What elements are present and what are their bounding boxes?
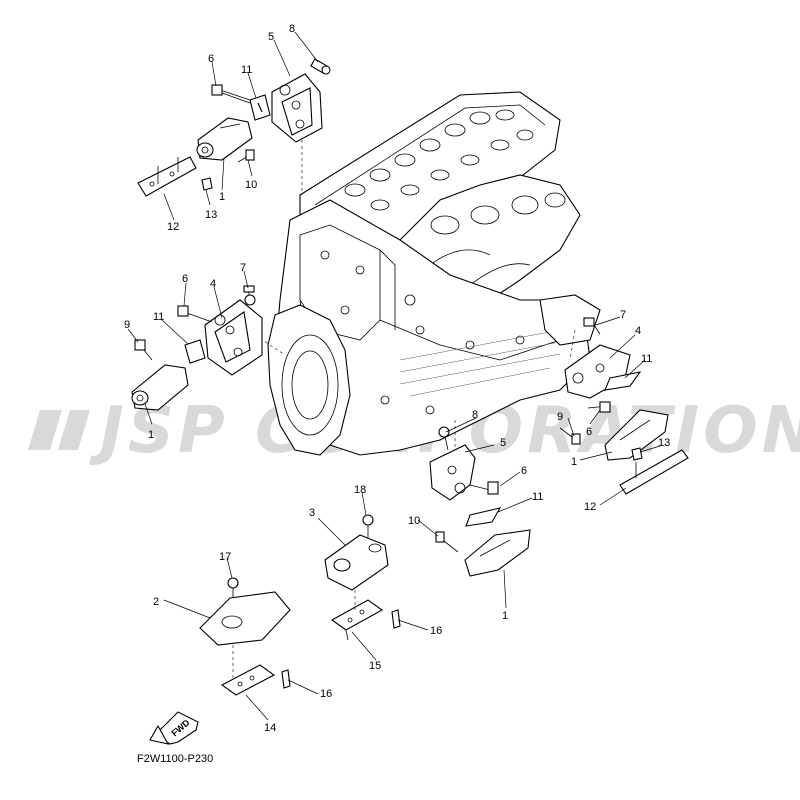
plate-15 <box>330 599 384 641</box>
callout-6: 6 <box>182 273 188 285</box>
callout-17: 17 <box>219 551 231 563</box>
callout-10: 10 <box>408 515 420 527</box>
callout-8: 8 <box>472 409 478 421</box>
callout-6: 6 <box>521 465 527 477</box>
callout-11: 11 <box>153 311 164 323</box>
callout-2: 2 <box>153 596 159 608</box>
callout-5: 5 <box>268 31 274 43</box>
plate-12-right <box>619 449 689 495</box>
callout-1: 1 <box>219 191 225 203</box>
nut-13-right <box>631 447 643 461</box>
callout-18: 18 <box>354 484 366 496</box>
diagram-code: F2W1100-P230 <box>137 753 213 765</box>
rubber-mount-1-top-left <box>196 117 253 161</box>
stud-16-lower <box>281 669 291 689</box>
bolt-6-mid-left <box>177 305 213 323</box>
shim-11-mid-left <box>184 339 206 364</box>
mount-group-mid-left <box>131 285 263 411</box>
callout-11: 11 <box>641 353 652 365</box>
callout-11: 11 <box>532 491 543 503</box>
bracket-5-top-left <box>271 73 323 143</box>
bolt-9-right <box>559 427 581 445</box>
callout-15: 15 <box>369 660 381 672</box>
bolt-18 <box>362 514 374 545</box>
bolt-8-center <box>438 426 450 451</box>
shim-11-top-left <box>249 94 271 121</box>
mount-2 <box>199 591 291 646</box>
shim-11-right <box>604 371 642 391</box>
callout-8: 8 <box>289 23 295 35</box>
callout-6: 6 <box>208 53 214 65</box>
rubber-mount-1-center <box>464 529 531 577</box>
plate-14 <box>220 664 276 696</box>
lower-support-group <box>199 514 401 696</box>
callout-11: 11 <box>241 64 252 76</box>
callout-13: 13 <box>205 209 217 221</box>
rubber-mount-1-right <box>604 409 669 461</box>
callout-4: 4 <box>635 325 641 337</box>
bolt-10-top-left <box>237 149 255 163</box>
callout-7: 7 <box>620 309 626 321</box>
bolt-9-mid-left <box>134 339 153 361</box>
bolt-7-mid-left <box>243 285 256 306</box>
callout-10: 10 <box>245 179 257 191</box>
fwd-arrow: FWD <box>149 711 199 745</box>
callout-16: 16 <box>320 688 332 700</box>
nut-13-top-left <box>201 177 213 191</box>
plate-12-top-left <box>137 156 197 197</box>
leader-lines <box>127 31 661 721</box>
callout-12: 12 <box>167 221 179 233</box>
callout-7: 7 <box>240 262 246 274</box>
callout-14: 14 <box>264 722 276 734</box>
callout-13: 13 <box>658 437 670 449</box>
bolt-7-right <box>583 317 601 335</box>
callout-4: 4 <box>210 278 216 290</box>
mount-group-center <box>429 426 531 577</box>
callout-1: 1 <box>148 429 154 441</box>
callout-labels: 8 5 6 11 10 1 13 12 6 7 4 9 11 1 7 4 11 … <box>124 23 670 734</box>
bolt-6-top-left <box>211 84 251 104</box>
callout-12: 12 <box>584 501 596 513</box>
callout-16: 16 <box>430 625 442 637</box>
callout-9: 9 <box>557 411 563 423</box>
bracket-4-mid-left <box>204 299 263 376</box>
shim-11-center <box>465 507 502 527</box>
stud-16-upper <box>391 609 401 629</box>
bolt-6-center <box>469 481 499 495</box>
callout-1: 1 <box>502 610 508 622</box>
bolt-8-top-left <box>310 58 331 75</box>
callout-9: 9 <box>124 319 130 331</box>
mount-group-right <box>559 317 689 495</box>
callout-6: 6 <box>586 426 592 438</box>
mount-3 <box>324 534 389 591</box>
callout-5: 5 <box>500 437 506 449</box>
bolt-6-right <box>587 401 611 413</box>
engine-block <box>254 91 601 456</box>
callout-3: 3 <box>309 507 315 519</box>
mount-group-top-left <box>137 58 331 197</box>
bolt-10-center <box>435 531 459 553</box>
callout-1: 1 <box>571 456 577 468</box>
rubber-mount-1-mid-left <box>131 364 189 411</box>
